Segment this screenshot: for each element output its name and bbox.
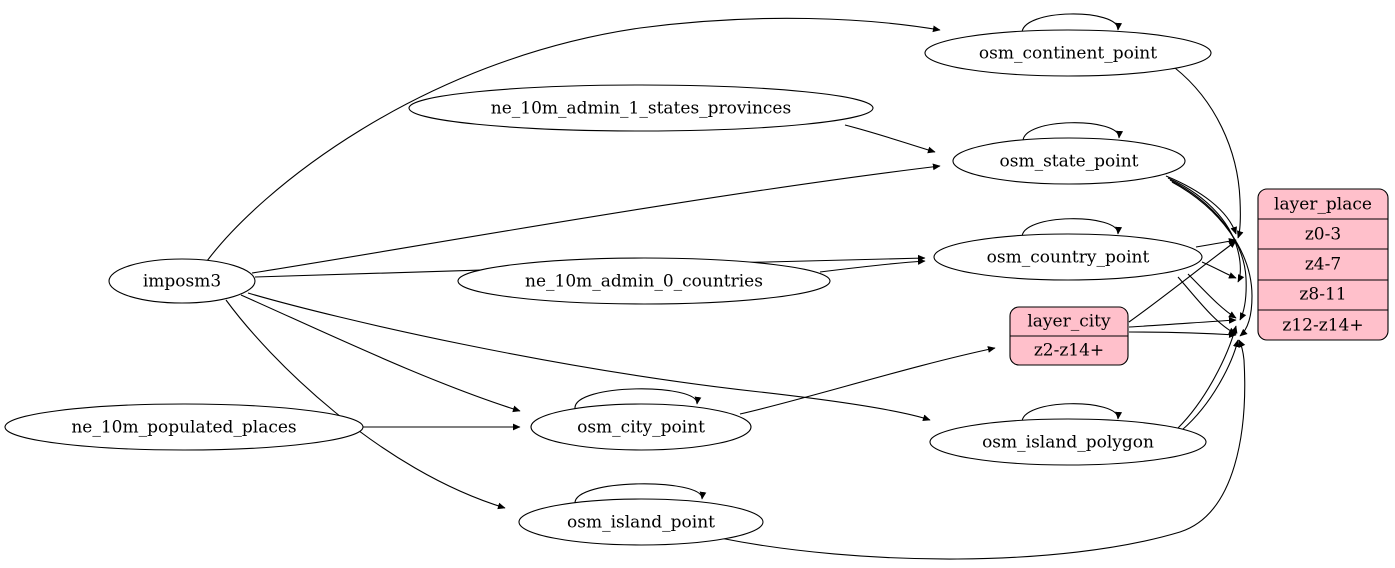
node-osm-state-point[interactable]: osm_state_point [952, 137, 1186, 185]
edge-necountries-country [819, 258, 926, 273]
edge-self-state [1022, 122, 1124, 143]
edge-state-place-z1214 [1171, 181, 1253, 337]
edge-city-layer-place-z1214 [1128, 331, 1237, 338]
edge-continent-place-z03 [1174, 67, 1244, 239]
edge-self-island-point [574, 483, 707, 505]
node-label-ne-states: ne_10m_admin_1_states_provinces [491, 99, 791, 119]
edge-country-place-z47 [1201, 261, 1237, 279]
node-label-ne-countries: ne_10m_admin_0_countries [525, 272, 763, 292]
node-label-country: osm_country_point [987, 248, 1150, 268]
record-layer: layer_city z2-z14+ layer_place z0-3 z4-7… [1009, 188, 1389, 366]
edge-country-place-z811 [1187, 273, 1237, 319]
node-label-island-point: osm_island_point [567, 513, 715, 533]
edge-islandpoly-place-z811 [1177, 325, 1238, 429]
edge-osmcity-layercity [739, 346, 996, 415]
edge-state-place-z03 [1165, 175, 1237, 235]
record-row-layer-place-2[interactable]: z8-11 [1299, 285, 1346, 305]
node-imposm3[interactable]: imposm3 [108, 258, 256, 304]
edge-city-layer-place-z811 [1128, 317, 1237, 328]
edge-imposm3-continent [206, 17, 941, 262]
edge-self-city [574, 388, 702, 410]
record-node-layer-place[interactable]: layer_place z0-3 z4-7 z8-11 z12-z14+ [1257, 188, 1389, 341]
node-layer: imposm3 ne_10m_admin_1_states_provinces … [4, 29, 1212, 546]
edge-imposm3-island-point [225, 299, 506, 510]
edge-self-island-polygon [1021, 403, 1123, 424]
node-label-imposm3: imposm3 [143, 272, 221, 292]
edge-nestates-state [844, 124, 936, 154]
edge-country-place-z03 [1195, 238, 1237, 248]
node-osm-city-point[interactable]: osm_city_point [530, 403, 752, 451]
record-row-layer-city-0[interactable]: z2-z14+ [1034, 341, 1104, 361]
edge-imposm3-city [240, 294, 521, 413]
edge-imposm3-island-polygon [247, 292, 931, 421]
node-ne-admin0-countries[interactable]: ne_10m_admin_0_countries [457, 257, 831, 305]
node-osm-island-point[interactable]: osm_island_point [518, 498, 764, 546]
node-label-city: osm_city_point [577, 418, 705, 438]
record-title-layer-city: layer_city [1027, 312, 1111, 332]
node-osm-island-polygon[interactable]: osm_island_polygon [929, 418, 1207, 466]
record-node-layer-city[interactable]: layer_city z2-z14+ [1009, 306, 1129, 366]
edge-city-layer-place-z03 [1128, 240, 1237, 323]
node-label-state: osm_state_point [1000, 152, 1139, 172]
edge-self-country [1021, 218, 1123, 239]
edge-islandpoly-place-z1214 [1181, 339, 1240, 431]
edge-country-place-z1214 [1177, 276, 1237, 335]
record-row-layer-place-0[interactable]: z0-3 [1305, 225, 1341, 245]
record-row-layer-place-3[interactable]: z12-z14+ [1282, 316, 1363, 336]
record-title-layer-place: layer_place [1274, 195, 1372, 215]
edge-self-continent [1021, 13, 1122, 35]
edge-state-place-z47 [1167, 177, 1245, 283]
node-label-island-polygon: osm_island_polygon [982, 433, 1154, 453]
node-osm-country-point[interactable]: osm_country_point [933, 233, 1203, 281]
node-ne-admin1-states-provinces[interactable]: ne_10m_admin_1_states_provinces [408, 84, 874, 132]
edge-layer [206, 13, 1253, 560]
edge-islandpoint-place-z1214 [719, 339, 1246, 560]
edge-imposm3-state [251, 163, 941, 274]
record-row-layer-place-1[interactable]: z4-7 [1305, 255, 1341, 275]
node-label-continent: osm_continent_point [979, 44, 1157, 64]
node-label-ne-places: ne_10m_populated_places [71, 418, 296, 438]
node-ne-populated-places[interactable]: ne_10m_populated_places [4, 403, 364, 451]
edge-state-place-z811 [1169, 179, 1247, 321]
node-osm-continent-point[interactable]: osm_continent_point [924, 29, 1212, 77]
